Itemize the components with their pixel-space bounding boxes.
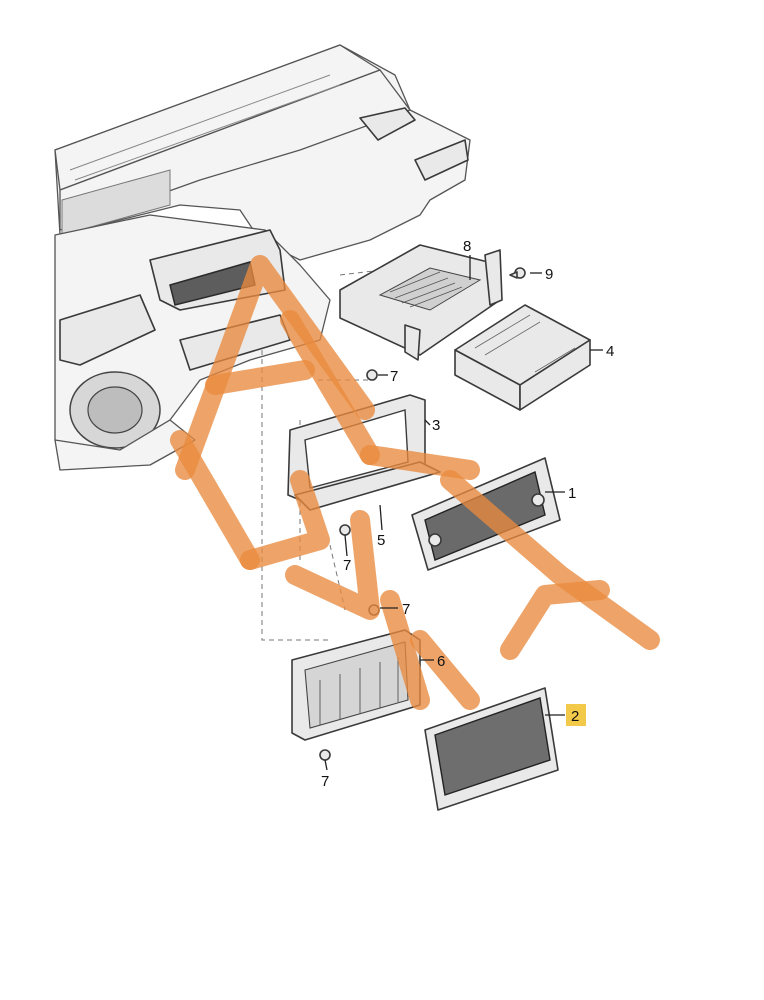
callout-6: 6 bbox=[437, 653, 445, 670]
part-7-screws bbox=[319, 369, 380, 761]
part-9-screw bbox=[509, 267, 526, 279]
callout-9: 9 bbox=[545, 266, 553, 283]
watermark bbox=[170, 255, 660, 710]
callout-7-bottom: 7 bbox=[321, 773, 329, 790]
watermark-stroke-10 bbox=[440, 470, 660, 650]
part-6-bracket bbox=[291, 629, 421, 741]
callout-2: 2 bbox=[571, 708, 579, 725]
watermark-stroke-8 bbox=[380, 590, 430, 710]
watermark-stroke-5 bbox=[170, 430, 260, 570]
watermark-stroke-3 bbox=[280, 310, 380, 465]
callout-3: 3 bbox=[432, 417, 440, 434]
part-2-display bbox=[424, 687, 559, 811]
part-4-control-unit bbox=[454, 304, 591, 411]
callout-7-top: 7 bbox=[390, 368, 398, 385]
callout-2-highlight bbox=[566, 704, 586, 726]
watermark-stroke-11 bbox=[500, 580, 610, 660]
watermark-stroke-1 bbox=[175, 255, 375, 480]
callout-8: 8 bbox=[463, 238, 471, 255]
watermark-stroke-4 bbox=[360, 445, 480, 480]
part-8-bracket bbox=[339, 244, 503, 361]
dashboard-panel bbox=[54, 44, 471, 471]
callouts: 8 9 4 7 3 1 5 7 7 6 2 7 bbox=[321, 238, 614, 790]
watermark-stroke-6 bbox=[240, 470, 330, 570]
callout-4: 4 bbox=[606, 343, 614, 360]
callout-5: 5 bbox=[377, 532, 385, 549]
watermark-stroke-7 bbox=[285, 510, 380, 620]
callout-7-mid: 7 bbox=[343, 557, 351, 574]
watermark-stroke-9 bbox=[410, 630, 480, 710]
watermark-stroke-2 bbox=[205, 360, 315, 395]
callout-7-lower: 7 bbox=[402, 601, 410, 618]
callout-1: 1 bbox=[568, 485, 576, 502]
